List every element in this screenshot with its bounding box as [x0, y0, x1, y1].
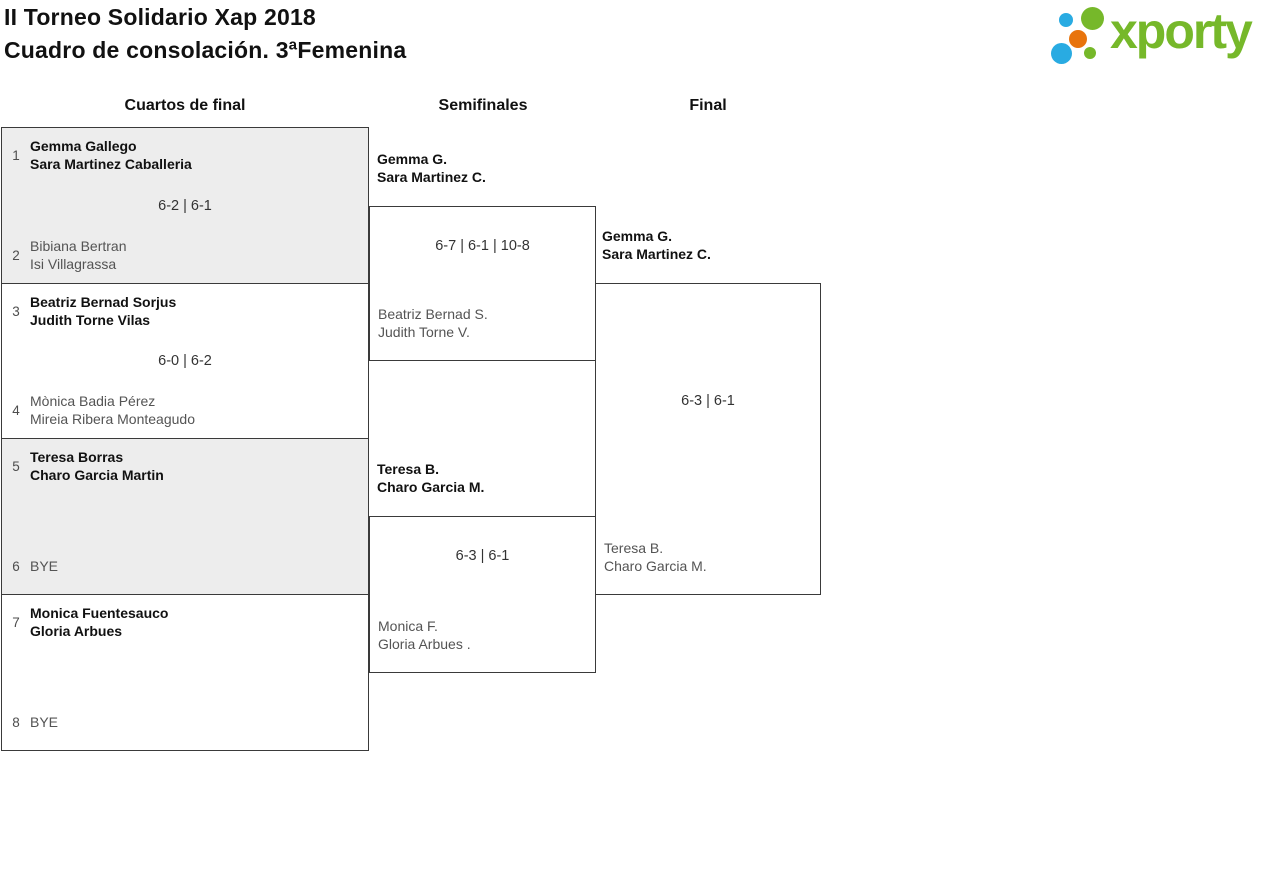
logo-dot-green-large-icon: [1081, 7, 1104, 30]
tournament-name: II Torneo Solidario Xap 2018: [4, 4, 316, 30]
seed-label: 5: [12, 458, 20, 474]
team-names: Monica Fuentesauco Gloria Arbues: [30, 605, 169, 639]
seed-label: 1: [12, 147, 20, 163]
loser-names: Teresa B. Charo Garcia M.: [604, 540, 707, 574]
seed-label: 4: [12, 402, 20, 418]
winner-names: Teresa B. Charo Garcia M.: [377, 461, 485, 495]
draw-name: Cuadro de consolación. 3ªFemenina: [4, 37, 407, 63]
final-match[interactable]: 6-3 | 6-1 Teresa B. Charo Garcia M.: [595, 283, 821, 595]
team-names: BYE: [30, 714, 59, 730]
team-names: Beatriz Bernad Sorjus Judith Torne Vilas: [30, 294, 177, 328]
xporty-logo[interactable]: xporty: [1045, 0, 1280, 72]
round-header-quarterfinals: Cuartos de final: [124, 97, 246, 114]
winner-names: Gemma G. Sara Martinez C.: [377, 151, 486, 185]
seed-label: 3: [12, 303, 20, 319]
quarterfinal-match-3[interactable]: 5 Teresa Borras Charo Garcia Martin 6 BY…: [1, 438, 369, 595]
logo-dot-green-small-icon: [1084, 47, 1096, 59]
round-header-final: Final: [689, 97, 727, 114]
team-names: Bibiana Bertran Isi Villagrassa: [30, 238, 127, 272]
page-title: II Torneo Solidario Xap 2018 Cuadro de c…: [4, 1, 406, 67]
winner-names: Gemma G. Sara Martinez C.: [602, 228, 711, 262]
match-score: 6-7 | 6-1 | 10-8: [435, 238, 530, 254]
seed-label: 6: [12, 558, 20, 574]
logo-dot-blue-large-icon: [1051, 43, 1072, 64]
logo-dot-blue-small-icon: [1059, 13, 1073, 27]
semifinal-match-1[interactable]: 6-7 | 6-1 | 10-8 Beatriz Bernad S. Judit…: [369, 206, 596, 361]
quarterfinal-match-1[interactable]: 1 Gemma Gallego Sara Martinez Caballeria…: [1, 127, 369, 284]
loser-names: Monica F. Gloria Arbues .: [378, 618, 471, 652]
team-names: Gemma Gallego Sara Martinez Caballeria: [30, 138, 192, 172]
match-score: 6-3 | 6-1: [455, 548, 510, 564]
seed-label: 2: [12, 247, 20, 263]
loser-names: Beatriz Bernad S. Judith Torne V.: [378, 306, 488, 340]
seed-label: 8: [12, 714, 20, 730]
quarterfinal-match-2[interactable]: 3 Beatriz Bernad Sorjus Judith Torne Vil…: [1, 283, 369, 439]
team-names: Teresa Borras Charo Garcia Martin: [30, 449, 164, 483]
match-score: 6-0 | 6-2: [158, 353, 212, 369]
match-score: 6-2 | 6-1: [158, 197, 212, 214]
semifinal-match-2[interactable]: 6-3 | 6-1 Monica F. Gloria Arbues .: [369, 516, 596, 673]
team-names: BYE: [30, 558, 59, 574]
logo-dot-orange-icon: [1069, 30, 1087, 48]
quarterfinal-match-4[interactable]: 7 Monica Fuentesauco Gloria Arbues 8 BYE: [1, 594, 369, 751]
team-names: Mònica Badia Pérez Mireia Ribera Monteag…: [30, 393, 195, 427]
logo-wordmark: xporty: [1110, 3, 1253, 59]
round-header-semifinals: Semifinales: [438, 97, 528, 114]
match-score: 6-3 | 6-1: [681, 393, 735, 409]
seed-label: 7: [12, 614, 20, 630]
